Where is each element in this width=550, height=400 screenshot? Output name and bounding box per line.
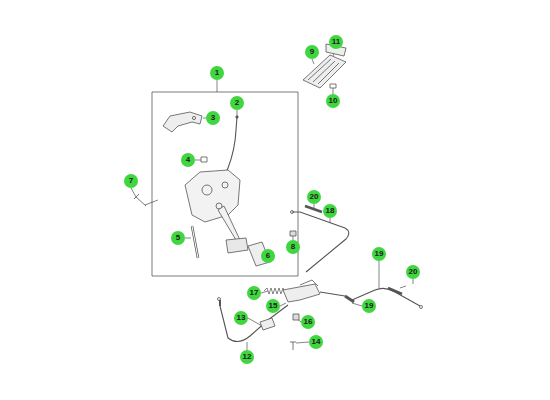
callout-circle: 8 xyxy=(286,240,300,254)
callout-number: 16 xyxy=(304,318,313,326)
callout-number: 17 xyxy=(250,289,259,297)
callout-circle: 15 xyxy=(266,299,280,313)
callout-circle: 6 xyxy=(261,249,275,263)
callout-circle: 19 xyxy=(372,247,386,261)
callout-number: 19 xyxy=(375,250,384,258)
callout-circle: 9 xyxy=(305,45,319,59)
callout-circle: 16 xyxy=(301,315,315,329)
callout-circle: 2 xyxy=(230,96,244,110)
callout-number: 19 xyxy=(365,302,374,310)
callout-number: 7 xyxy=(129,177,133,185)
callout-number: 12 xyxy=(243,353,252,361)
callout-number: 20 xyxy=(310,193,319,201)
callout-circle: 4 xyxy=(181,153,195,167)
callout-circle: 20 xyxy=(406,265,420,279)
callout-circle: 14 xyxy=(309,335,323,349)
callout-number: 3 xyxy=(211,114,215,122)
callout-number: 18 xyxy=(326,207,335,215)
callout-circle: 1 xyxy=(210,66,224,80)
callout-number: 15 xyxy=(269,302,278,310)
callout-circle: 12 xyxy=(240,350,254,364)
callout-circle: 10 xyxy=(326,94,340,108)
callout-circle: 20 xyxy=(307,190,321,204)
callout-number: 5 xyxy=(176,234,180,242)
callout-circle: 11 xyxy=(329,35,343,49)
callout-circle: 19 xyxy=(362,299,376,313)
callout-number: 1 xyxy=(215,69,219,77)
callout-number: 2 xyxy=(235,99,239,107)
callout-number: 10 xyxy=(329,97,338,105)
callout-circle: 18 xyxy=(323,204,337,218)
callout-number: 8 xyxy=(291,243,295,251)
callout-circle: 5 xyxy=(171,231,185,245)
leader-lines xyxy=(131,49,413,350)
callout-circle: 17 xyxy=(247,286,261,300)
callout-number: 4 xyxy=(186,156,190,164)
callout-circle: 13 xyxy=(234,311,248,325)
assembly-frame xyxy=(152,92,298,276)
callout-number: 9 xyxy=(310,48,314,56)
callout-circle: 3 xyxy=(206,111,220,125)
callout-number: 14 xyxy=(312,338,321,346)
callout-number: 11 xyxy=(332,38,340,46)
callout-number: 6 xyxy=(266,252,270,260)
callout-number: 20 xyxy=(409,268,418,276)
callout-circle: 7 xyxy=(124,174,138,188)
callout-number: 13 xyxy=(237,314,246,322)
